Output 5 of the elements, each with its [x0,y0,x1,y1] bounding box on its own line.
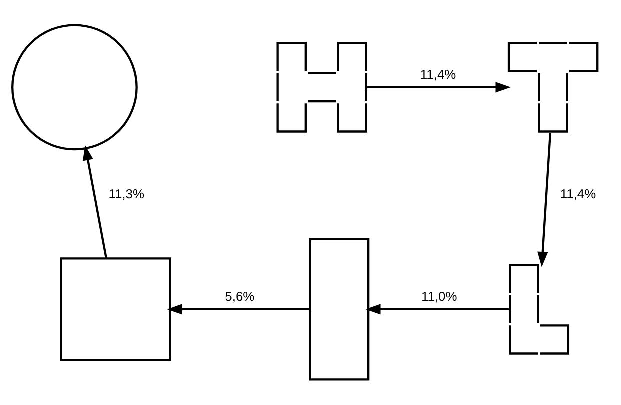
edge-label: 11,3% [108,186,145,202]
edge-label: 5,6% [225,288,255,304]
edge-label: 11,4% [420,66,456,82]
edge-label: 11,0% [422,288,458,304]
edge-label: 11,4% [560,186,596,202]
